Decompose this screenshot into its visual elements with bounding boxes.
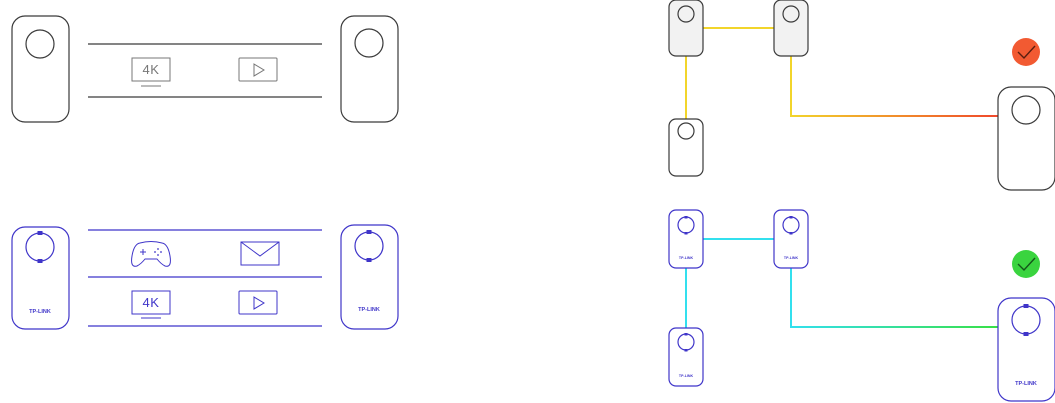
new-stream-panel: TP-LINK 4K: [11, 224, 399, 330]
old-adapter-b: [773, 0, 809, 57]
tv-4k-label: 4K: [143, 62, 160, 77]
tv-4k-label-new: 4K: [143, 295, 160, 310]
brand-label: TP-LINK: [784, 256, 799, 260]
old-network-panel: [668, 0, 1055, 191]
old-adapter-large: [997, 86, 1055, 191]
new-adapter-left: TP-LINK: [11, 226, 70, 330]
brand-label: TP-LINK: [29, 309, 51, 315]
mail-icon: [240, 241, 280, 266]
brand-label: TP-LINK: [679, 374, 694, 378]
gamepad-icon: [131, 241, 171, 267]
old-adapter-a: [668, 0, 704, 57]
tv-4k-icon: 4K: [131, 57, 171, 87]
old-adapter-right: [340, 15, 399, 123]
old-adapter-c: [668, 118, 704, 177]
new-adapter-a: TP-LINK: [668, 209, 704, 269]
new-adapter-b: TP-LINK: [773, 209, 809, 269]
new-network-panel: TP-LINK TP-LINK TP-LINK TP-LINK: [668, 209, 1055, 402]
play-icon-new: [238, 290, 278, 315]
new-adapter-right: TP-LINK: [340, 224, 399, 330]
old-stream-panel: 4K: [11, 15, 399, 123]
tv-4k-icon-new: 4K: [131, 290, 171, 319]
old-wire-long: [790, 56, 998, 117]
brand-label: TP-LINK: [358, 307, 380, 313]
brand-label: TP-LINK: [679, 256, 694, 260]
checkmark-orange-badge-icon: [1012, 38, 1040, 66]
checkmark-green-badge-icon: [1012, 250, 1040, 278]
new-adapter-c: TP-LINK: [668, 327, 704, 387]
play-icon: [238, 57, 278, 82]
new-adapter-large: TP-LINK: [997, 297, 1055, 402]
brand-label: TP-LINK: [1015, 381, 1037, 387]
old-adapter-left: [11, 15, 70, 123]
new-wire-long: [790, 268, 998, 328]
